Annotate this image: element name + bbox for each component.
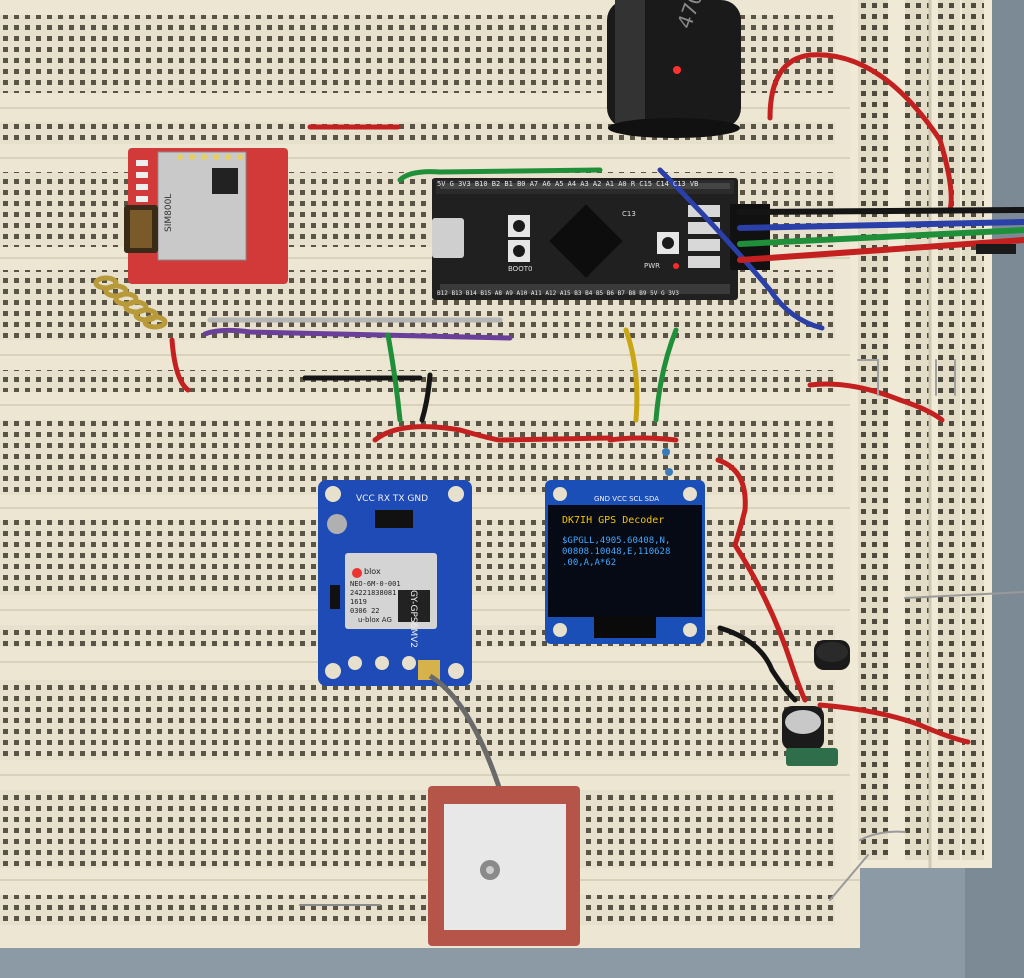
oled-line-3: .00,A,A*62 bbox=[562, 558, 617, 568]
gps-chip-line5: 0306 22 bbox=[350, 607, 380, 615]
sim800l-module: SIM800L bbox=[124, 148, 288, 284]
oled-board bbox=[545, 480, 705, 644]
strip-7 bbox=[0, 790, 835, 868]
oled-line-2: 00808.10048,E,110628 bbox=[562, 547, 671, 557]
diode bbox=[976, 244, 1016, 254]
gps-patch-antenna bbox=[428, 673, 580, 946]
oled-header-label: GND VCC SCL SDA bbox=[594, 495, 660, 503]
gps-header-label: VCC RX TX GND bbox=[356, 494, 429, 504]
mcu-bottom-pins: B12 B13 B14 B15 A8 A9 A10 A11 A12 A15 B3… bbox=[437, 290, 680, 297]
gps-chip-brand: blox bbox=[364, 567, 381, 576]
large-capacitor: 4700 bbox=[607, 0, 741, 138]
gps-module bbox=[318, 480, 472, 686]
mcu-c13-label: C13 bbox=[622, 210, 636, 218]
jumper-wires bbox=[169, 52, 1024, 906]
mcu-top-pins: 5V G 3V3 B10 B2 B1 B0 A7 A6 A5 A4 A3 A2 … bbox=[437, 180, 699, 188]
rail-4 bbox=[0, 895, 835, 925]
mcu-pwr-label: PWR bbox=[644, 262, 661, 270]
gsm-antenna bbox=[93, 275, 168, 330]
gps-chip-line3: 24221838081 bbox=[350, 589, 397, 597]
small-capacitors bbox=[782, 640, 850, 766]
gps-chip-model: NEO-6M-0-001 bbox=[350, 580, 401, 588]
oled-line-1: $GPGLL,4905.60408,N, bbox=[562, 536, 671, 546]
rail-2 bbox=[0, 370, 835, 392]
strip-6 bbox=[0, 680, 835, 760]
gps-chip-line4: 1619 bbox=[350, 598, 367, 606]
mcu-board bbox=[432, 178, 770, 300]
power-rails bbox=[850, 0, 992, 868]
resistor-beads bbox=[662, 448, 673, 476]
sim800l-label: SIM800L bbox=[164, 194, 174, 232]
gps-chip-line6: u-blox AG bbox=[358, 616, 392, 624]
mcu-boot-label: BOOT0 bbox=[508, 265, 533, 273]
oled-title: DK7IH GPS Decoder bbox=[562, 515, 665, 526]
gps-side-label: GY-GPS6MV2 bbox=[408, 590, 418, 649]
oled-screen bbox=[548, 505, 702, 617]
